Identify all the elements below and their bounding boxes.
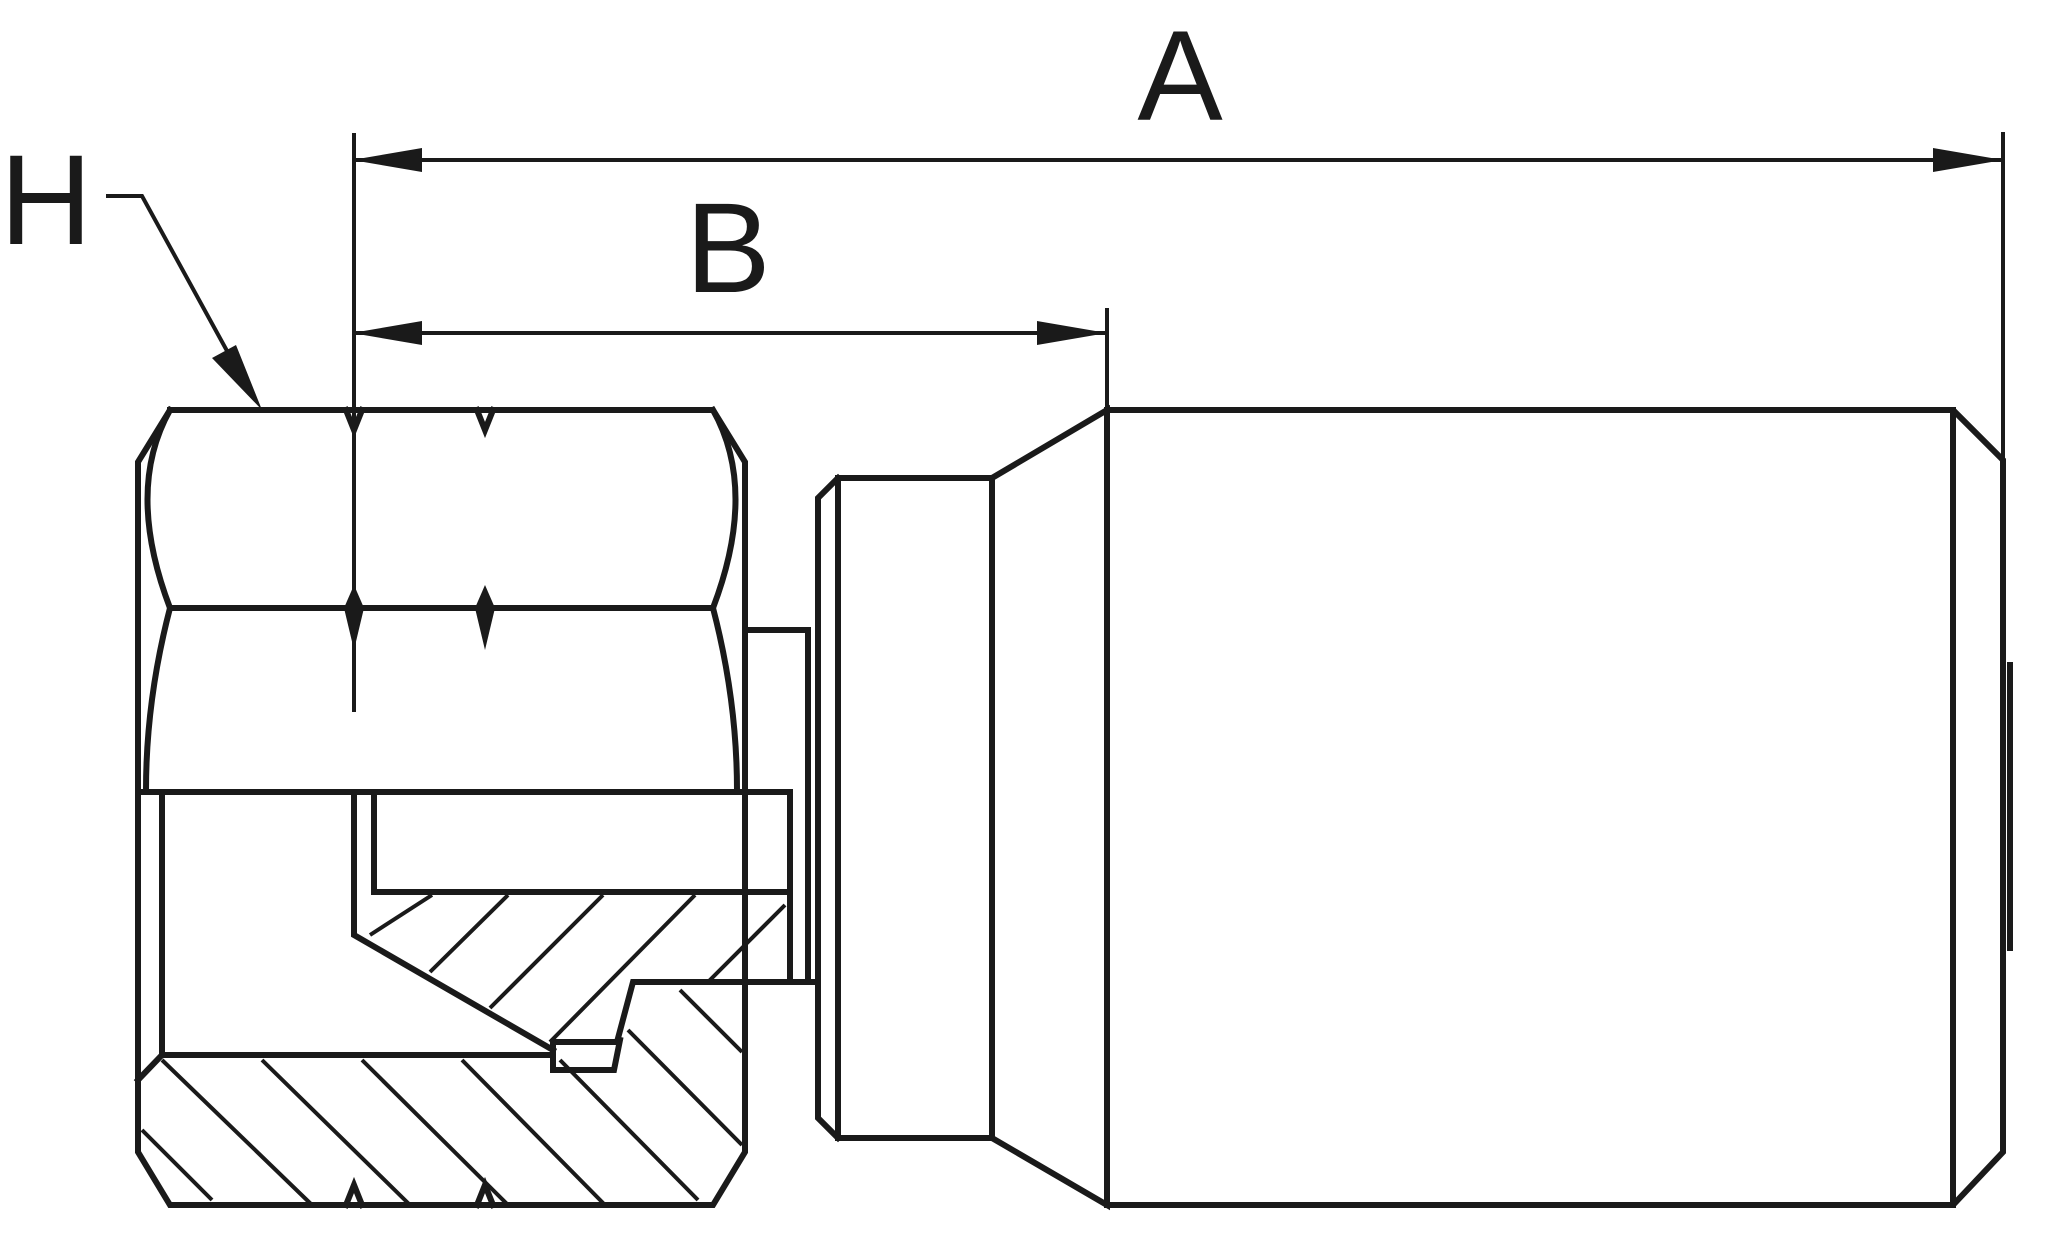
dimension-b-arrow-left xyxy=(352,321,422,345)
hatch-2 xyxy=(428,893,510,974)
ferrule-outline xyxy=(1104,407,2006,1208)
hex-nut-notch-top-1 xyxy=(342,406,366,439)
collar-body xyxy=(835,475,995,1141)
hex-nut-taper xyxy=(133,1050,167,1085)
hatch-4 xyxy=(548,893,697,1044)
hex-nut-lower-chamfer-left xyxy=(142,604,174,794)
hex-nut-notch-bottom-2 xyxy=(473,1176,497,1209)
hatch-8 xyxy=(360,1058,510,1207)
hatch-3 xyxy=(488,893,605,1010)
hex-nut-notch-top-2 xyxy=(473,406,497,439)
dimension-b: B xyxy=(352,177,1109,410)
leader-h-line xyxy=(106,194,234,361)
hex-nut-chamfer-left xyxy=(144,405,175,612)
seat-cone xyxy=(351,789,558,1055)
hex-nut-lower-chamfer-right xyxy=(709,604,741,794)
hex-nut-chamfer-right xyxy=(708,405,739,612)
cone-outline xyxy=(987,404,1110,1211)
leader-h-arrow xyxy=(212,345,262,410)
hatch-11 xyxy=(626,1028,744,1147)
collar xyxy=(815,473,995,1143)
hex-nut-marker-1 xyxy=(344,585,364,650)
dimension-b-arrow-right xyxy=(1037,321,1107,345)
dimension-a-arrow-right xyxy=(1933,148,2003,172)
hex-nut-marker-2 xyxy=(475,585,495,650)
hatch-9 xyxy=(460,1058,607,1207)
hatch-5 xyxy=(706,903,787,984)
hatch-7 xyxy=(260,1058,412,1207)
leader-h: H xyxy=(0,129,262,410)
dimension-a-arrow-left xyxy=(352,148,422,172)
hex-nut xyxy=(133,405,793,1209)
dimension-a: A xyxy=(352,5,2005,465)
hex-nut-notch-bottom-1 xyxy=(342,1176,366,1209)
seat-groove xyxy=(550,979,815,1073)
dimension-a-label: A xyxy=(1137,5,1223,148)
dimension-b-label: B xyxy=(685,177,770,320)
hatch-12 xyxy=(678,988,744,1054)
leader-h-label: H xyxy=(0,129,92,272)
cone-transition xyxy=(987,404,1110,1211)
hatch-1 xyxy=(368,893,434,937)
hatch-13 xyxy=(140,1128,214,1202)
hatch-10 xyxy=(558,1058,700,1202)
ferrule xyxy=(1104,407,2013,1208)
hex-nut-outline xyxy=(135,405,748,1208)
collar-left-chamfer xyxy=(815,473,843,1143)
internal-section xyxy=(140,627,815,1207)
hatch-6 xyxy=(160,1058,314,1207)
